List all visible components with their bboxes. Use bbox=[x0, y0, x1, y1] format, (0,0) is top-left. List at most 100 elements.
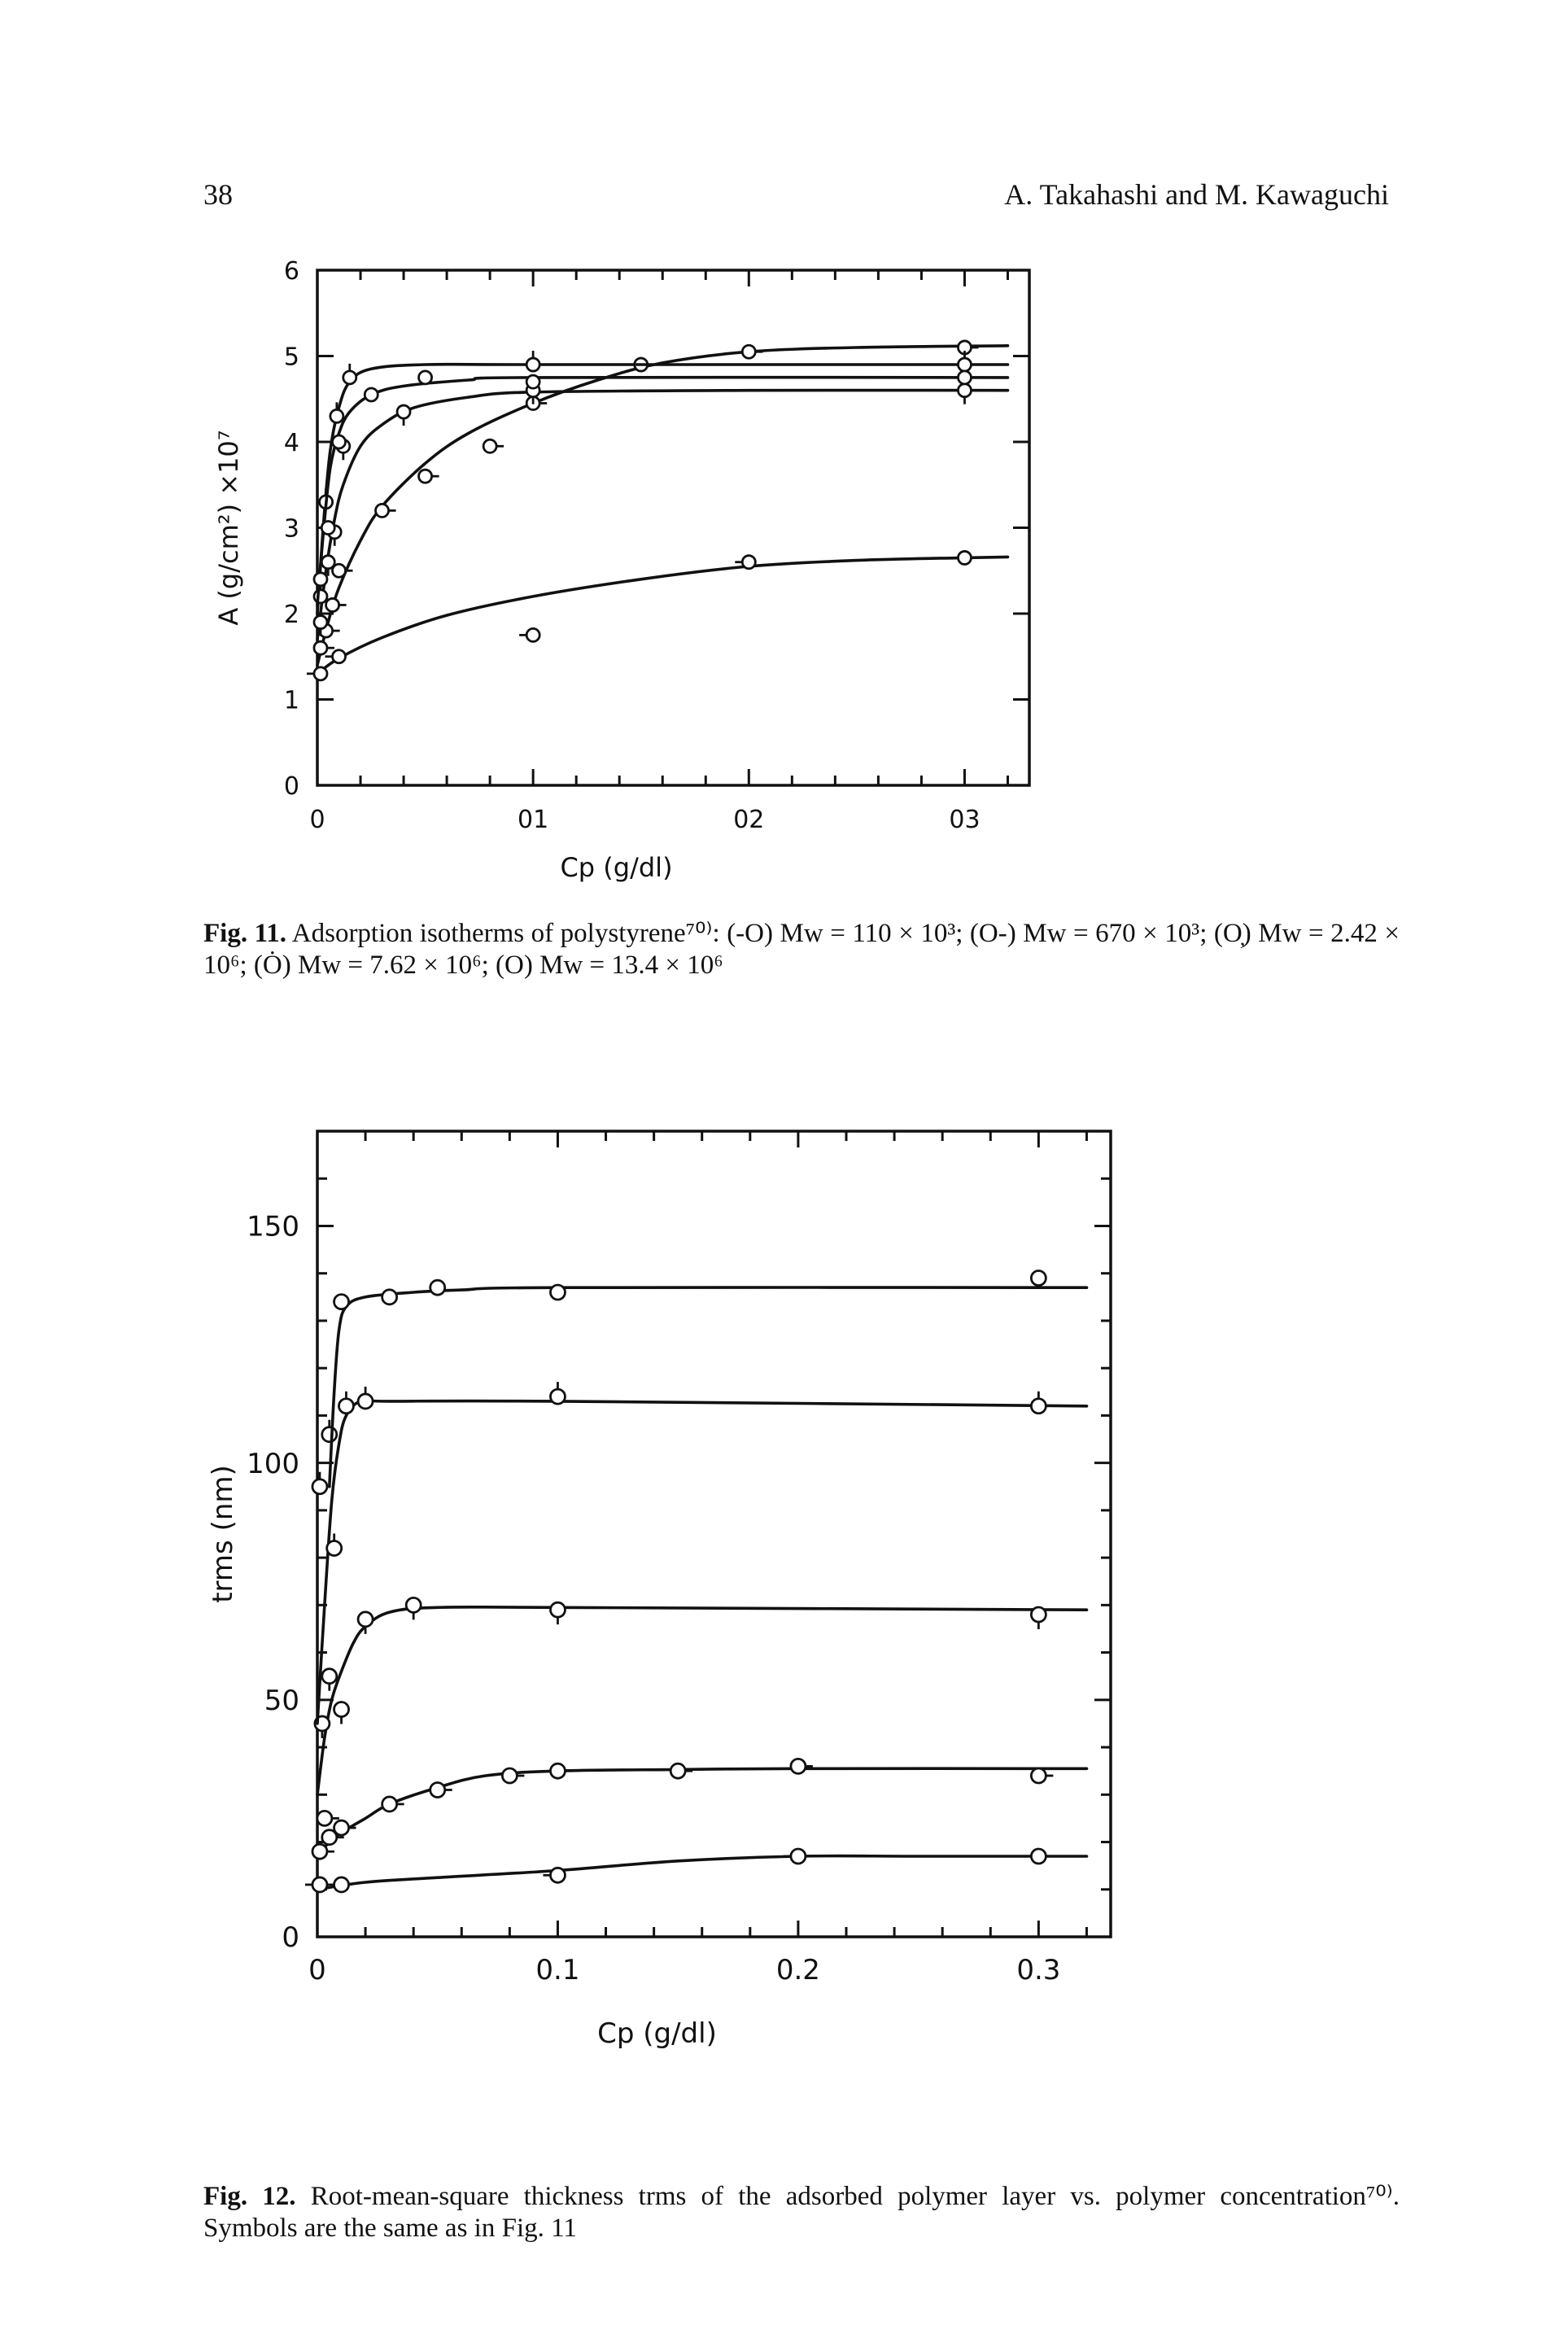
fig11-series-3-curve bbox=[316, 388, 1010, 641]
fig11-series-1-point bbox=[950, 550, 972, 566]
fig11-series-2-point bbox=[374, 503, 396, 518]
fig12-y-axis-label: trms (nm) bbox=[207, 1465, 239, 1603]
fig12-series-4-point bbox=[549, 1382, 566, 1405]
fig11-series-1-point bbox=[306, 666, 329, 682]
fig11-series-4-point bbox=[525, 351, 541, 373]
fig12-series-2-point bbox=[500, 1767, 525, 1785]
fig12-caption: Fig. 12. Root-mean-square thickness trms… bbox=[203, 2181, 1400, 2244]
fig12-series-2-point bbox=[321, 1829, 344, 1846]
fig12-series-4-point bbox=[325, 1533, 343, 1557]
fig11-y-tick-label: 1 bbox=[284, 686, 299, 715]
fig11-caption-text: Adsorption isotherms of polystyrene⁷⁰⁾: … bbox=[203, 919, 1400, 980]
fig12-series-2-point bbox=[333, 1819, 356, 1837]
page-number: 38 bbox=[203, 178, 233, 211]
fig12-y-tick-label: 150 bbox=[247, 1211, 299, 1243]
fig12-series-2-point bbox=[669, 1762, 693, 1780]
fig11-caption-label: Fig. 11. bbox=[203, 919, 287, 948]
fig11-y-tick-label: 5 bbox=[284, 343, 299, 371]
fig11-series-5-point bbox=[312, 571, 329, 588]
fig12-series-2-point bbox=[311, 1842, 334, 1860]
fig12-series-1-point bbox=[783, 1847, 807, 1865]
fig11-series-5-point bbox=[320, 520, 336, 535]
fig12-series-5-point bbox=[381, 1288, 399, 1306]
fig11-series-5-point bbox=[363, 387, 379, 403]
fig12-y-tick-label: 50 bbox=[264, 1685, 299, 1717]
fig11-series-2-point bbox=[957, 339, 979, 356]
fig11-series-1-curve bbox=[316, 555, 1010, 675]
fig11-series-2-point bbox=[312, 640, 334, 656]
fig11-series-3-point bbox=[395, 404, 412, 426]
fig12-series-4-point bbox=[311, 1471, 329, 1496]
fig11-series-2-point bbox=[417, 468, 439, 484]
fig11-series-4-point bbox=[329, 402, 345, 424]
fig12-series-3-point bbox=[1029, 1606, 1047, 1629]
fig11-y-tick-label: 6 bbox=[284, 257, 299, 286]
fig12-series-2-point bbox=[789, 1757, 813, 1775]
fig12-series-2-point bbox=[1029, 1767, 1054, 1785]
fig12-series-4-point bbox=[321, 1419, 338, 1444]
fig11-x-tick-label: 01 bbox=[518, 806, 548, 834]
fig12-series-4-point bbox=[1029, 1391, 1047, 1415]
fig11-series-3-point bbox=[957, 382, 972, 404]
fig11-y-tick-label: 4 bbox=[284, 429, 299, 457]
fig12-x-tick-label: 0 bbox=[308, 1954, 326, 1986]
fig11-series-5-curve bbox=[316, 375, 1010, 607]
fig12-series-3-point bbox=[333, 1701, 350, 1724]
fig11-series-5-point bbox=[331, 434, 347, 450]
fig12-series-5-point bbox=[429, 1278, 447, 1296]
fig12-series-2-point bbox=[429, 1781, 452, 1798]
fig12-series-4-curve bbox=[316, 1398, 1089, 1725]
fig11-series-2-point bbox=[331, 562, 353, 579]
fig12-series-1-point bbox=[1024, 1847, 1047, 1865]
fig12-series-2-curve bbox=[316, 1767, 1089, 1858]
fig12-series-1-point bbox=[543, 1866, 566, 1884]
fig11-y-tick-label: 3 bbox=[284, 514, 299, 543]
fig11-y-axis-label: A (g/cm²) ×10⁷ bbox=[213, 430, 244, 625]
fig11-series-3-point bbox=[312, 614, 329, 636]
fig12-series-3-point bbox=[356, 1610, 374, 1634]
fig11-series-5-point bbox=[525, 374, 541, 390]
fig12-x-axis-label: Cp (g/dl) bbox=[597, 2017, 717, 2050]
fig12-series-3-curve bbox=[316, 1605, 1089, 1797]
fig11-series-2-point bbox=[325, 597, 347, 613]
fig12-x-tick-label: 0.2 bbox=[776, 1954, 820, 1986]
fig12-series-3-point bbox=[404, 1596, 422, 1620]
fig11-series-4-point bbox=[957, 351, 972, 373]
fig12-x-tick-label: 0.3 bbox=[1016, 1954, 1060, 1986]
fig11-series-1-point bbox=[325, 649, 347, 665]
fig12-caption-label: Fig. 12. bbox=[203, 2182, 296, 2211]
fig11-y-tick-label: 0 bbox=[284, 772, 299, 801]
fig12-series-5-point bbox=[333, 1293, 350, 1311]
fig12-series-2-point bbox=[381, 1795, 404, 1813]
fig11-series-2-point bbox=[740, 343, 763, 360]
fig11-x-tick-label: 03 bbox=[949, 806, 980, 834]
fig11-series-2-curve bbox=[316, 344, 1010, 667]
fig12-plot-frame bbox=[316, 1130, 1112, 1938]
fig11-y-tick-label: 2 bbox=[284, 601, 299, 629]
fig12-series-4-point bbox=[338, 1391, 355, 1415]
fig11-x-tick-label: 0 bbox=[309, 806, 325, 834]
fig12-series-1-point bbox=[326, 1876, 350, 1894]
running-head: A. Takahashi and M. Kawaguchi bbox=[1004, 178, 1389, 211]
fig12-series-4-point bbox=[356, 1386, 374, 1410]
fig11-series-5-point bbox=[417, 369, 433, 386]
fig12-series-5-curve bbox=[328, 1286, 1089, 1488]
fig11-series-4-point bbox=[342, 363, 358, 386]
fig11-series-1-point bbox=[735, 554, 757, 570]
fig12-series-5-point bbox=[549, 1283, 566, 1301]
fig11-series-1-point bbox=[519, 627, 541, 643]
fig12-series-1-curve bbox=[316, 1854, 1089, 1891]
fig11-x-tick-label: 02 bbox=[733, 806, 764, 834]
fig12-caption-text: Root-mean-square thickness trms of the a… bbox=[203, 2182, 1400, 2243]
fig11-caption: Fig. 11. Adsorption isotherms of polysty… bbox=[203, 918, 1400, 981]
fig12-series-3-point bbox=[321, 1667, 338, 1691]
fig12-series-2-point bbox=[316, 1810, 339, 1827]
fig12-series-3-point bbox=[549, 1601, 566, 1625]
fig12-x-tick-label: 0.1 bbox=[535, 1954, 579, 1986]
fig11-x-axis-label: Cp (g/dl) bbox=[560, 852, 672, 883]
fig11-series-2-point bbox=[482, 438, 504, 454]
fig11-series-5-point bbox=[957, 369, 972, 386]
fig12-y-tick-label: 100 bbox=[247, 1448, 299, 1480]
